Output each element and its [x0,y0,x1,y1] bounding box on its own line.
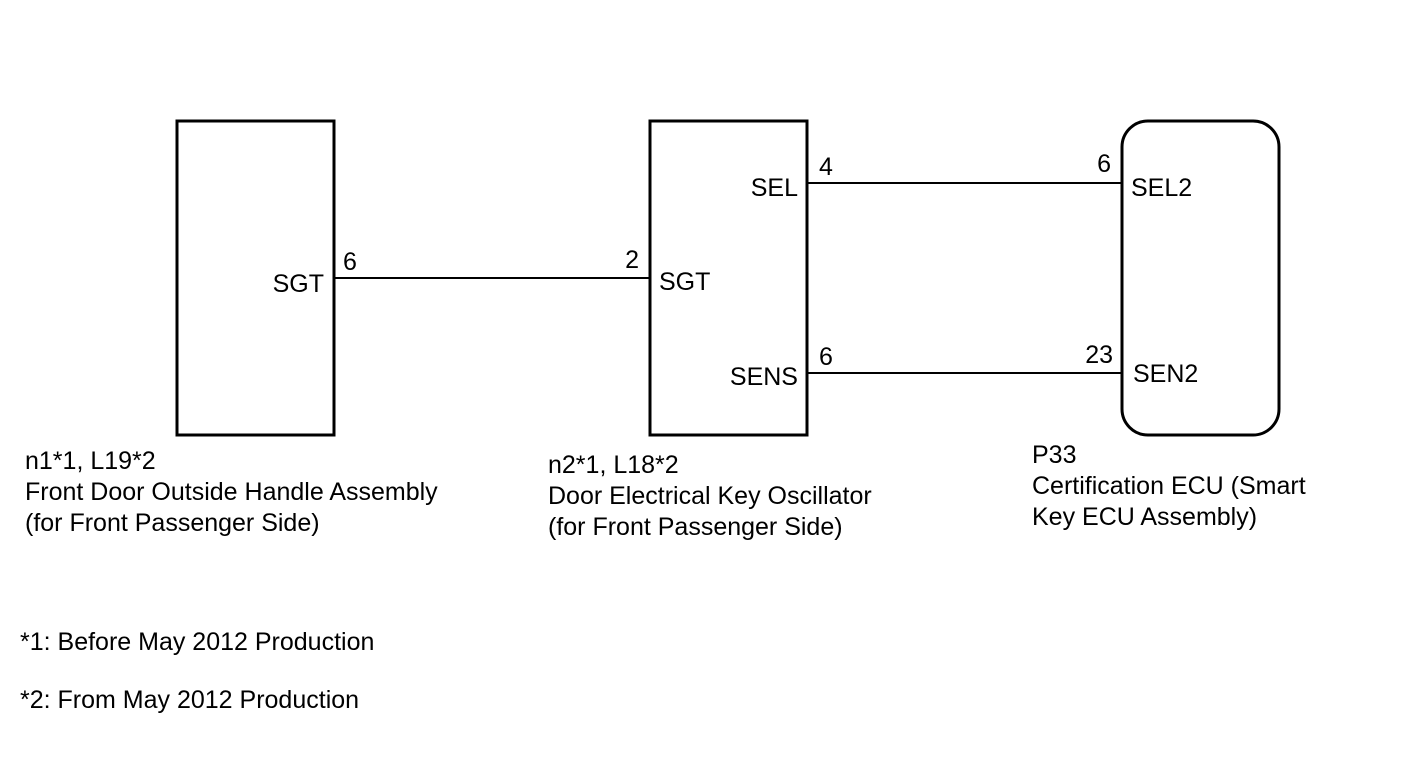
oscillator-connector-id: n2*1, L18*2 [548,451,679,479]
ecu-terminal-sel2-pin: 6 [1097,150,1111,178]
footnote-2: *2: From May 2012 Production [20,686,360,714]
key-oscillator-caption: n2*1, L18*2 Door Electrical Key Oscillat… [548,450,872,543]
ecu-component-name-line2: Key ECU Assembly) [1032,503,1258,531]
handle-assembly-caption: n1*1, L19*2 Front Door Outside Handle As… [25,446,438,539]
oscillator-terminal-sens-pin: 6 [819,343,833,371]
handle-terminal-sgt-pin: 6 [343,248,357,276]
certification-ecu-caption: P33 Certification ECU (Smart Key ECU Ass… [1032,440,1306,533]
oscillator-terminal-sel-pin: 4 [819,153,833,181]
oscillator-terminal-sgt-label: SGT [659,268,710,296]
oscillator-terminal-sens-label: SENS [730,363,798,391]
certification-ecu-box [1120,119,1281,437]
oscillator-terminal-sel-label: SEL [751,174,798,202]
handle-connector-id: n1*1, L19*2 [25,447,156,475]
ecu-connector-id: P33 [1032,441,1077,469]
ecu-component-name-line1: Certification ECU (Smart [1032,472,1306,500]
handle-terminal-sgt-label: SGT [273,270,324,298]
oscillator-side-note: (for Front Passenger Side) [548,513,843,541]
ecu-terminal-sel2-label: SEL2 [1131,174,1192,202]
ecu-terminal-sen2-pin: 23 [1085,341,1113,369]
footnote-1: *1: Before May 2012 Production [20,628,375,656]
oscillator-terminal-sgt-pin: 2 [625,246,639,274]
handle-component-name: Front Door Outside Handle Assembly [25,478,438,506]
handle-side-note: (for Front Passenger Side) [25,509,320,537]
ecu-terminal-sen2-label: SEN2 [1133,360,1198,388]
oscillator-component-name: Door Electrical Key Oscillator [548,482,872,510]
